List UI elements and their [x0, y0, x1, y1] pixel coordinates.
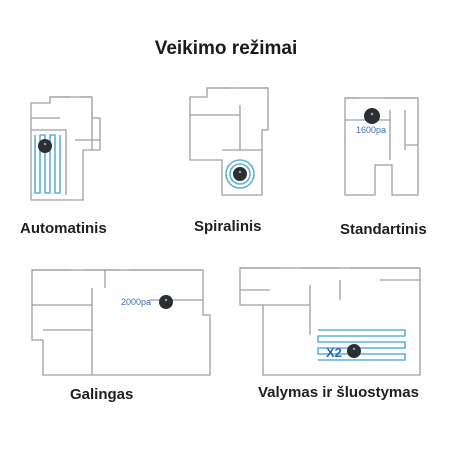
mode-standartinis-floorplan: 1600pa	[344, 97, 419, 196]
mode-label-spiralinis: Spiralinis	[194, 218, 262, 235]
page-title: Veikimo režimai	[154, 38, 298, 59]
suction-power-badge: 1600pa	[356, 125, 386, 135]
robot-vacuum-icon	[364, 108, 380, 124]
robot-vacuum-icon	[233, 167, 247, 181]
zigzag-cleaning-path	[34, 134, 61, 194]
spiral-cleaning-path	[225, 159, 255, 189]
robot-vacuum-icon	[159, 295, 173, 309]
robot-vacuum-icon	[38, 139, 52, 153]
mode-label-galingas: Galingas	[70, 386, 134, 403]
mode-label-automatinis: Automatinis	[20, 220, 107, 237]
mode-label-valymas: Valymas ir šluostymas	[258, 384, 419, 401]
mode-spiralinis-floorplan	[189, 87, 269, 196]
mode-automatinis-floorplan	[30, 96, 101, 201]
robot-vacuum-icon	[347, 344, 361, 358]
mode-galingas-floorplan: 2000pa	[31, 269, 211, 376]
mode-label-standartinis: Standartinis	[340, 221, 427, 238]
mopping-cleaning-path	[317, 329, 406, 361]
mode-valymas-floorplan: X2	[239, 267, 421, 376]
double-pass-badge: X2	[326, 345, 342, 360]
suction-power-badge: 2000pa	[121, 297, 151, 307]
